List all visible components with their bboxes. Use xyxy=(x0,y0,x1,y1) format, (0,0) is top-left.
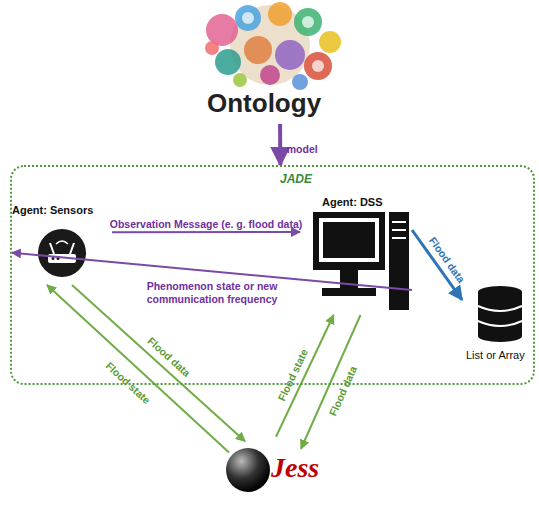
edge-label: Observation Message (e. g. flood data) xyxy=(110,218,303,231)
edge-label: Flood state xyxy=(103,359,153,406)
dss-agent: Agent: DSS xyxy=(300,190,412,315)
sensor-agent: Agent: Sensors xyxy=(12,200,112,285)
node-label: Agent: DSS xyxy=(322,196,383,208)
flood-arrow xyxy=(72,285,245,441)
ontology-cloud xyxy=(205,2,341,90)
node-label: Agent: Sensors xyxy=(12,204,93,216)
database-icon xyxy=(478,286,522,342)
flood-arrow xyxy=(301,315,360,449)
edge-label: model xyxy=(287,142,318,155)
message-arrow xyxy=(112,231,300,233)
database: List or Array xyxy=(462,285,534,363)
node-label: Ontology xyxy=(207,88,321,119)
flood-arrow xyxy=(276,315,334,437)
node-label: JADE xyxy=(280,172,312,186)
edge-label: Flood data xyxy=(426,235,467,285)
edge-label: Flood data xyxy=(326,364,359,418)
node-label: List or Array xyxy=(466,349,525,361)
flood-arrow xyxy=(47,285,229,453)
edge-label: Phenomenon state or new communication fr… xyxy=(117,281,307,306)
model-arrow xyxy=(278,124,282,165)
jess-logo xyxy=(226,448,270,492)
edge-label: Flood state xyxy=(275,347,310,403)
computer-icon xyxy=(313,212,409,310)
node-label: Jess xyxy=(271,452,319,484)
edge-label: Flood data xyxy=(145,335,193,380)
ontology-image: Ontology xyxy=(195,2,345,124)
sensor-icon xyxy=(38,229,86,277)
jess-engine: Jess xyxy=(225,430,325,505)
